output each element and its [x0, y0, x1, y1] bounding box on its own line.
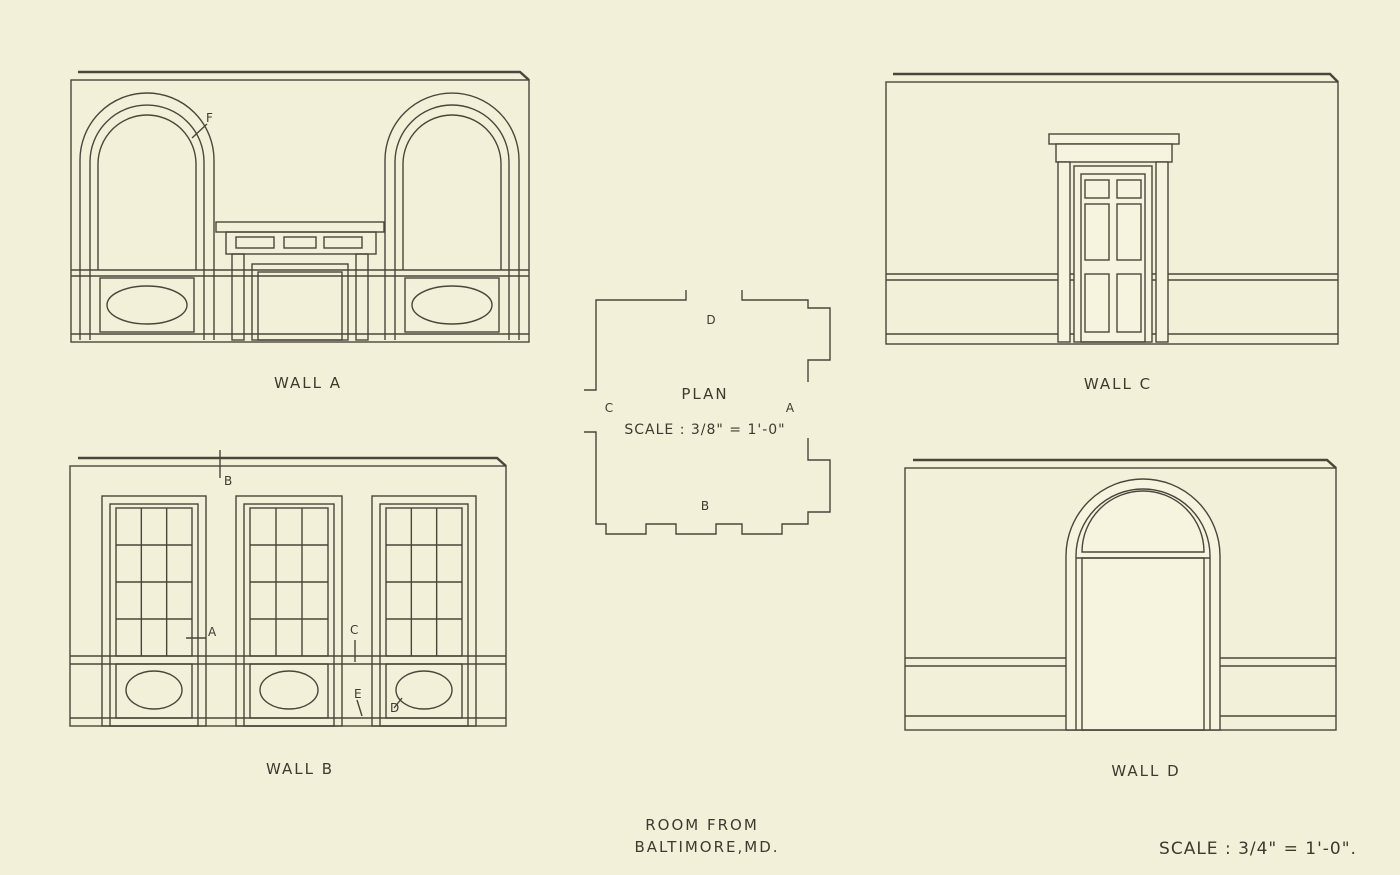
oval-panel — [395, 670, 453, 710]
window-panel — [249, 663, 329, 719]
wall-a-label: WALL A — [274, 374, 342, 392]
wall-d-elevation — [904, 458, 1337, 731]
window-frame — [235, 495, 343, 727]
plan-side-a: A — [786, 401, 795, 415]
wall-b-label: WALL B — [266, 760, 334, 778]
wall-b-windows — [101, 495, 477, 727]
plan-side-b: B — [701, 499, 709, 513]
wall-d-label: WALL D — [1111, 762, 1180, 780]
wall-b-marker-e: E — [354, 687, 362, 701]
plan-side-c: C — [605, 401, 613, 415]
plan-side-d: D — [706, 313, 715, 327]
oval-panel — [259, 670, 319, 710]
wall-b-marker-d: D — [390, 701, 399, 715]
window-panel — [115, 663, 193, 719]
oval-panel — [125, 670, 183, 710]
wall-b-marker-c: C — [350, 623, 358, 637]
wall-c-elevation — [885, 72, 1339, 345]
wall-b-marker-b: B — [224, 474, 232, 488]
wall-b-marker-a: A — [208, 625, 217, 639]
window-frame — [101, 495, 207, 727]
caption-line-2: BALTIMORE,MD. — [634, 838, 779, 856]
plan-title: PLAN — [681, 385, 728, 403]
wall-b-elevation: B A C E D — [69, 450, 507, 727]
window-frame — [371, 495, 477, 727]
scale-note: SCALE : 3/4" = 1'-0". — [1159, 839, 1357, 859]
wall-a-marker-f: F — [206, 111, 213, 125]
wall-a-elevation: F — [70, 70, 530, 343]
plan-scale: SCALE : 3/8" = 1'-0" — [624, 422, 785, 438]
window-panel — [385, 663, 463, 719]
wall-c-label: WALL C — [1084, 375, 1152, 393]
caption-line-1: ROOM FROM — [645, 816, 759, 834]
room-plan: D C A B PLAN SCALE : 3/8" = 1'-0" — [584, 290, 831, 535]
